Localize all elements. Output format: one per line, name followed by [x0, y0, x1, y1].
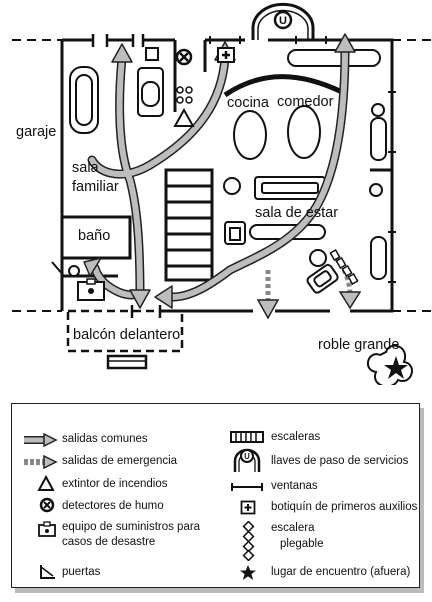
front-balcony-label: balcón delantero: [73, 327, 180, 343]
dining-label: comedor: [277, 94, 334, 110]
utility-shutoff-icon: U: [251, 2, 315, 40]
first-aid-kit-icon: [217, 47, 235, 63]
emergency-exit-arrow-icon: [24, 455, 58, 469]
big-oak-label: roble grande: [318, 337, 399, 353]
legend-label-stairs: escaleras: [271, 431, 321, 443]
stove-burners-icon: [176, 86, 193, 104]
legend-label-utility-shutoffs: llaves de paso de servicios: [271, 455, 409, 467]
legend-label-common-exits: salidas comunes: [62, 433, 148, 445]
legend-label-fire-extinguisher: extintor de incendios: [62, 478, 168, 490]
bathroom-label: baño: [78, 228, 110, 244]
door-swing-icon: [51, 261, 65, 277]
smoke-detector-icon: [39, 497, 55, 513]
folding-ladder-icon: [242, 521, 255, 561]
outer-walls: [60, 38, 394, 313]
meeting-place-star-icon: [240, 565, 256, 580]
family-room-label-line2: familiar: [72, 179, 119, 195]
floor-plan: U garaje cocina comedor sala familiar sa…: [12, 2, 432, 385]
garage-label: garaje: [16, 124, 56, 140]
meeting-place-star-icon: [366, 344, 413, 385]
window-markers: [209, 36, 396, 283]
fire-extinguisher-triangle-icon: [37, 475, 55, 491]
common-exit-routes: [83, 33, 356, 309]
door-icon: [40, 565, 55, 579]
legend-label-smoke-detectors: detectores de humo: [62, 500, 164, 512]
property-lines: [12, 39, 432, 312]
utility-shutoff-icon: U: [233, 448, 261, 472]
folding-ladder-icon: [329, 249, 359, 285]
stairs-icon: [230, 431, 264, 443]
front-balcony: [66, 309, 184, 370]
living-room-label: sala de estar: [255, 205, 338, 221]
kitchen-dining-divider: [223, 74, 344, 98]
legend-label-folding-ladder-line1: escalera: [271, 522, 315, 534]
fire-extinguisher-triangle-icon: [173, 107, 195, 127]
svg-text:U: U: [244, 452, 250, 461]
first-aid-kit-icon: [240, 500, 256, 515]
common-exit-arrow-icon: [24, 433, 58, 447]
disaster-kit-icon: [77, 278, 105, 301]
legend-label-disaster-kit-line1: equipo de suministros para: [62, 521, 201, 533]
legend-label-meeting-place: lugar de encuentro (afuera): [271, 566, 411, 578]
legend-label-disaster-kit-line2: casos de desastre: [62, 536, 156, 548]
smoke-detector-icon: [175, 48, 193, 66]
legend-label-folding-ladder-line2: plegable: [280, 538, 324, 550]
window-icon: [231, 483, 263, 491]
legend-label-emergency-exits: salidas de emergencia: [62, 455, 178, 467]
legend-label-windows: ventanas: [271, 480, 318, 492]
stairs: [164, 168, 214, 282]
legend-label-first-aid-kit: botiquín de primeros auxilios: [271, 501, 418, 513]
legend-label-doors: puertas: [62, 566, 101, 578]
disaster-kit-icon: [38, 521, 56, 537]
kitchen-label: cocina: [227, 95, 270, 111]
utility-key-letter: U: [279, 15, 287, 27]
legend: salidas comunes salidas de emergencia ex…: [11, 403, 420, 588]
family-room-label-line1: sala: [72, 160, 100, 176]
furniture: [68, 47, 387, 294]
